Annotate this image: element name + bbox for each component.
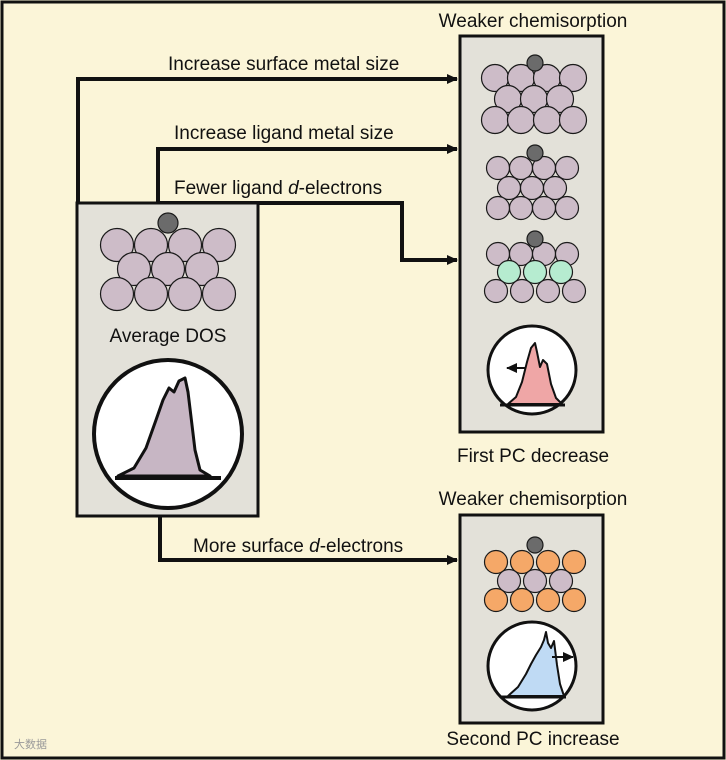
label-part: -electrons bbox=[299, 178, 382, 199]
arrow-more-surface-d-electrons bbox=[158, 516, 458, 565]
label-italic-d: d bbox=[288, 178, 300, 199]
atom-grid-ligand-metal-size bbox=[485, 144, 580, 221]
arrow-increase-surface-metal-size bbox=[76, 74, 458, 203]
label-part: Fewer ligand bbox=[174, 178, 288, 199]
atom-grid-average bbox=[99, 212, 237, 312]
right-panel-second-pc bbox=[458, 513, 605, 725]
arrow-increase-ligand-metal-size bbox=[156, 144, 458, 203]
left-panel-average: Average DOS bbox=[75, 201, 260, 518]
label-part: -electrons bbox=[320, 536, 403, 557]
watermark: 大数据 bbox=[14, 737, 47, 751]
dos-plot-first-pc-decrease bbox=[486, 324, 578, 416]
arrow-fewer-ligand-d-electrons bbox=[158, 201, 458, 265]
dos-plot-second-pc-increase bbox=[486, 620, 578, 712]
atom-grid-surface-metal bbox=[480, 54, 588, 135]
label-more-surface-d-electrons: More surface d-electrons bbox=[193, 536, 403, 557]
label-part: More surface bbox=[193, 536, 309, 557]
caption-average-dos: Average DOS bbox=[110, 326, 227, 347]
right-panel-first-pc bbox=[458, 34, 605, 434]
atom-grid-ligand-d-electrons bbox=[483, 230, 587, 304]
title-weaker-chemisorption-top: Weaker chemisorption bbox=[439, 11, 628, 32]
label-fewer-ligand-d-electrons: Fewer ligand d-electrons bbox=[174, 178, 382, 199]
title-weaker-chemisorption-bottom: Weaker chemisorption bbox=[439, 489, 628, 510]
dos-plot-average bbox=[92, 358, 244, 510]
label-italic-d: d bbox=[309, 536, 321, 557]
label-increase-ligand-metal-size: Increase ligand metal size bbox=[174, 123, 394, 144]
label-increase-surface-metal-size: Increase surface metal size bbox=[168, 54, 399, 75]
atom-grid-surface-d-electrons bbox=[483, 536, 587, 613]
caption-first-pc-decrease: First PC decrease bbox=[457, 446, 609, 467]
caption-second-pc-increase: Second PC increase bbox=[446, 729, 619, 750]
